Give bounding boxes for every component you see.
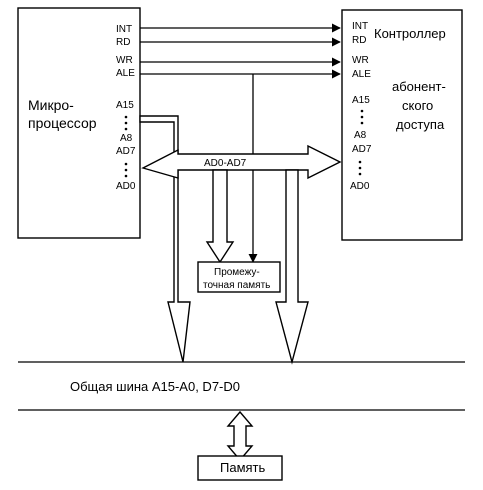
system-bus-label: Общая шина A15-A0, D7-D0 <box>70 379 240 394</box>
ctrl-dot <box>360 121 364 125</box>
ctrl-title-line3: ского <box>402 98 433 113</box>
memory-label: Память <box>220 460 266 475</box>
ctrl-pin-ad7: AD7 <box>352 144 372 155</box>
cpu-pin-a15: A15 <box>116 100 134 111</box>
memory-bidirectional-arrow <box>226 410 254 462</box>
ad-to-buffer-arrow <box>205 169 235 264</box>
ctrl-title-line2: абонент- <box>392 79 446 94</box>
cpu-dot <box>124 121 128 125</box>
cpu-pin-int: INT <box>116 24 132 35</box>
cpu-pin-rd: RD <box>116 37 130 48</box>
ad-bus-label: AD0-AD7 <box>204 158 247 169</box>
cpu-dot <box>124 162 128 166</box>
cpu-title-line1: Микро- <box>28 97 74 113</box>
cpu-dot <box>124 174 128 178</box>
buffer-label-line2: точная память <box>203 280 270 291</box>
cpu-pin-ad7: AD7 <box>116 146 136 157</box>
ctrl-pin-wr: WR <box>352 55 369 66</box>
ctrl-pin-a15: A15 <box>352 95 370 106</box>
ctrl-pin-ale: ALE <box>352 69 371 80</box>
memory-block <box>197 455 283 481</box>
ctrl-dot <box>360 115 364 119</box>
cpu-dot <box>124 168 128 172</box>
cpu-title-line2: процессор <box>28 115 97 131</box>
ctrl-title-line4: доступа <box>396 117 445 132</box>
ad-to-systembus-arrow <box>275 169 309 365</box>
ctrl-pin-rd: RD <box>352 35 366 46</box>
microprocessor-block <box>17 7 141 239</box>
ctrl-pin-a8: A8 <box>354 130 367 141</box>
ctrl-pin-ad0: AD0 <box>350 181 370 192</box>
ctrl-dot <box>358 160 362 164</box>
ctrl-title-line1: Контроллер <box>374 26 446 41</box>
cpu-pin-ad0: AD0 <box>116 181 136 192</box>
cpu-pin-a8: A8 <box>120 133 133 144</box>
ctrl-dot <box>360 109 364 113</box>
ctrl-pin-int: INT <box>352 21 368 32</box>
cpu-dot <box>124 115 128 119</box>
cpu-dot <box>124 127 128 131</box>
cpu-pin-wr: WR <box>116 55 133 66</box>
cpu-pin-ale: ALE <box>116 68 135 79</box>
buffer-label-line1: Промежу- <box>214 267 260 278</box>
controller-block <box>341 9 463 241</box>
ctrl-dot <box>358 172 362 176</box>
address-bus-arrow <box>139 115 191 363</box>
intermediate-memory-block <box>197 261 281 293</box>
ctrl-dot <box>358 166 362 170</box>
